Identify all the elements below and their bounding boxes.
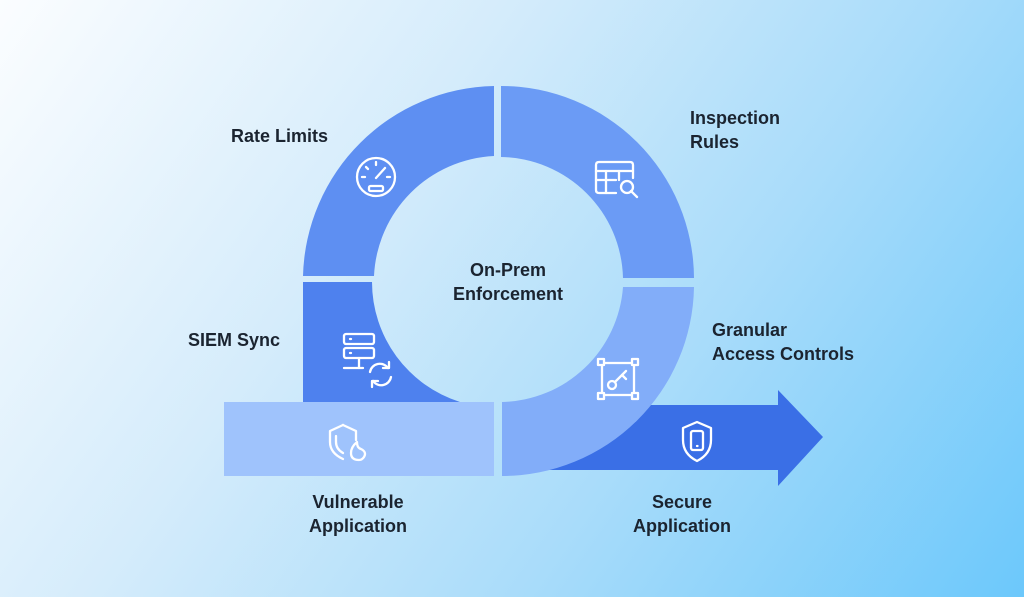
endpoint-label-secure-application: Secure Application — [600, 490, 764, 538]
stage-label-rate-limits: Rate Limits — [231, 124, 328, 148]
center-title-line-2: Enforcement — [452, 284, 564, 304]
rate-limits-text: Rate Limits — [231, 126, 329, 146]
center-title: On-Prem Enforcement — [415, 258, 601, 306]
table-search-icon — [594, 160, 639, 199]
center-title-line-1: On-Prem — [469, 260, 547, 280]
vulnerable-line-1: Vulnerable — [312, 492, 404, 512]
stage-label-inspection-rules: Inspection Rules — [690, 106, 780, 154]
segment-granular-access-controls — [502, 287, 694, 476]
inspection-rules-line-2: Rules — [690, 132, 740, 152]
endpoint-label-vulnerable-application: Vulnerable Application — [276, 490, 440, 538]
granular-access-line-1: Granular — [712, 320, 788, 340]
siem-sync-text: SIEM Sync — [188, 330, 281, 350]
vulnerable-line-2: Application — [309, 516, 407, 536]
vulnerable-application-bar — [224, 402, 494, 476]
secure-line-2: Application — [633, 516, 731, 536]
speedometer-icon — [355, 156, 397, 198]
shield-phone-icon — [681, 420, 713, 463]
segment-rate-limits — [303, 86, 494, 276]
inspection-rules-line-1: Inspection — [690, 108, 781, 128]
stage-label-siem-sync: SIEM Sync — [188, 328, 280, 352]
secure-line-1: Secure — [651, 492, 713, 512]
granular-access-line-2: Access Controls — [712, 344, 855, 364]
segment-inspection-rules — [501, 86, 694, 278]
key-frame-icon — [596, 357, 640, 401]
stage-label-granular-access-controls: Granular Access Controls — [712, 318, 854, 366]
segment-siem-sync — [303, 282, 460, 402]
server-sync-icon — [342, 332, 393, 389]
shield-fire-icon — [328, 423, 367, 462]
